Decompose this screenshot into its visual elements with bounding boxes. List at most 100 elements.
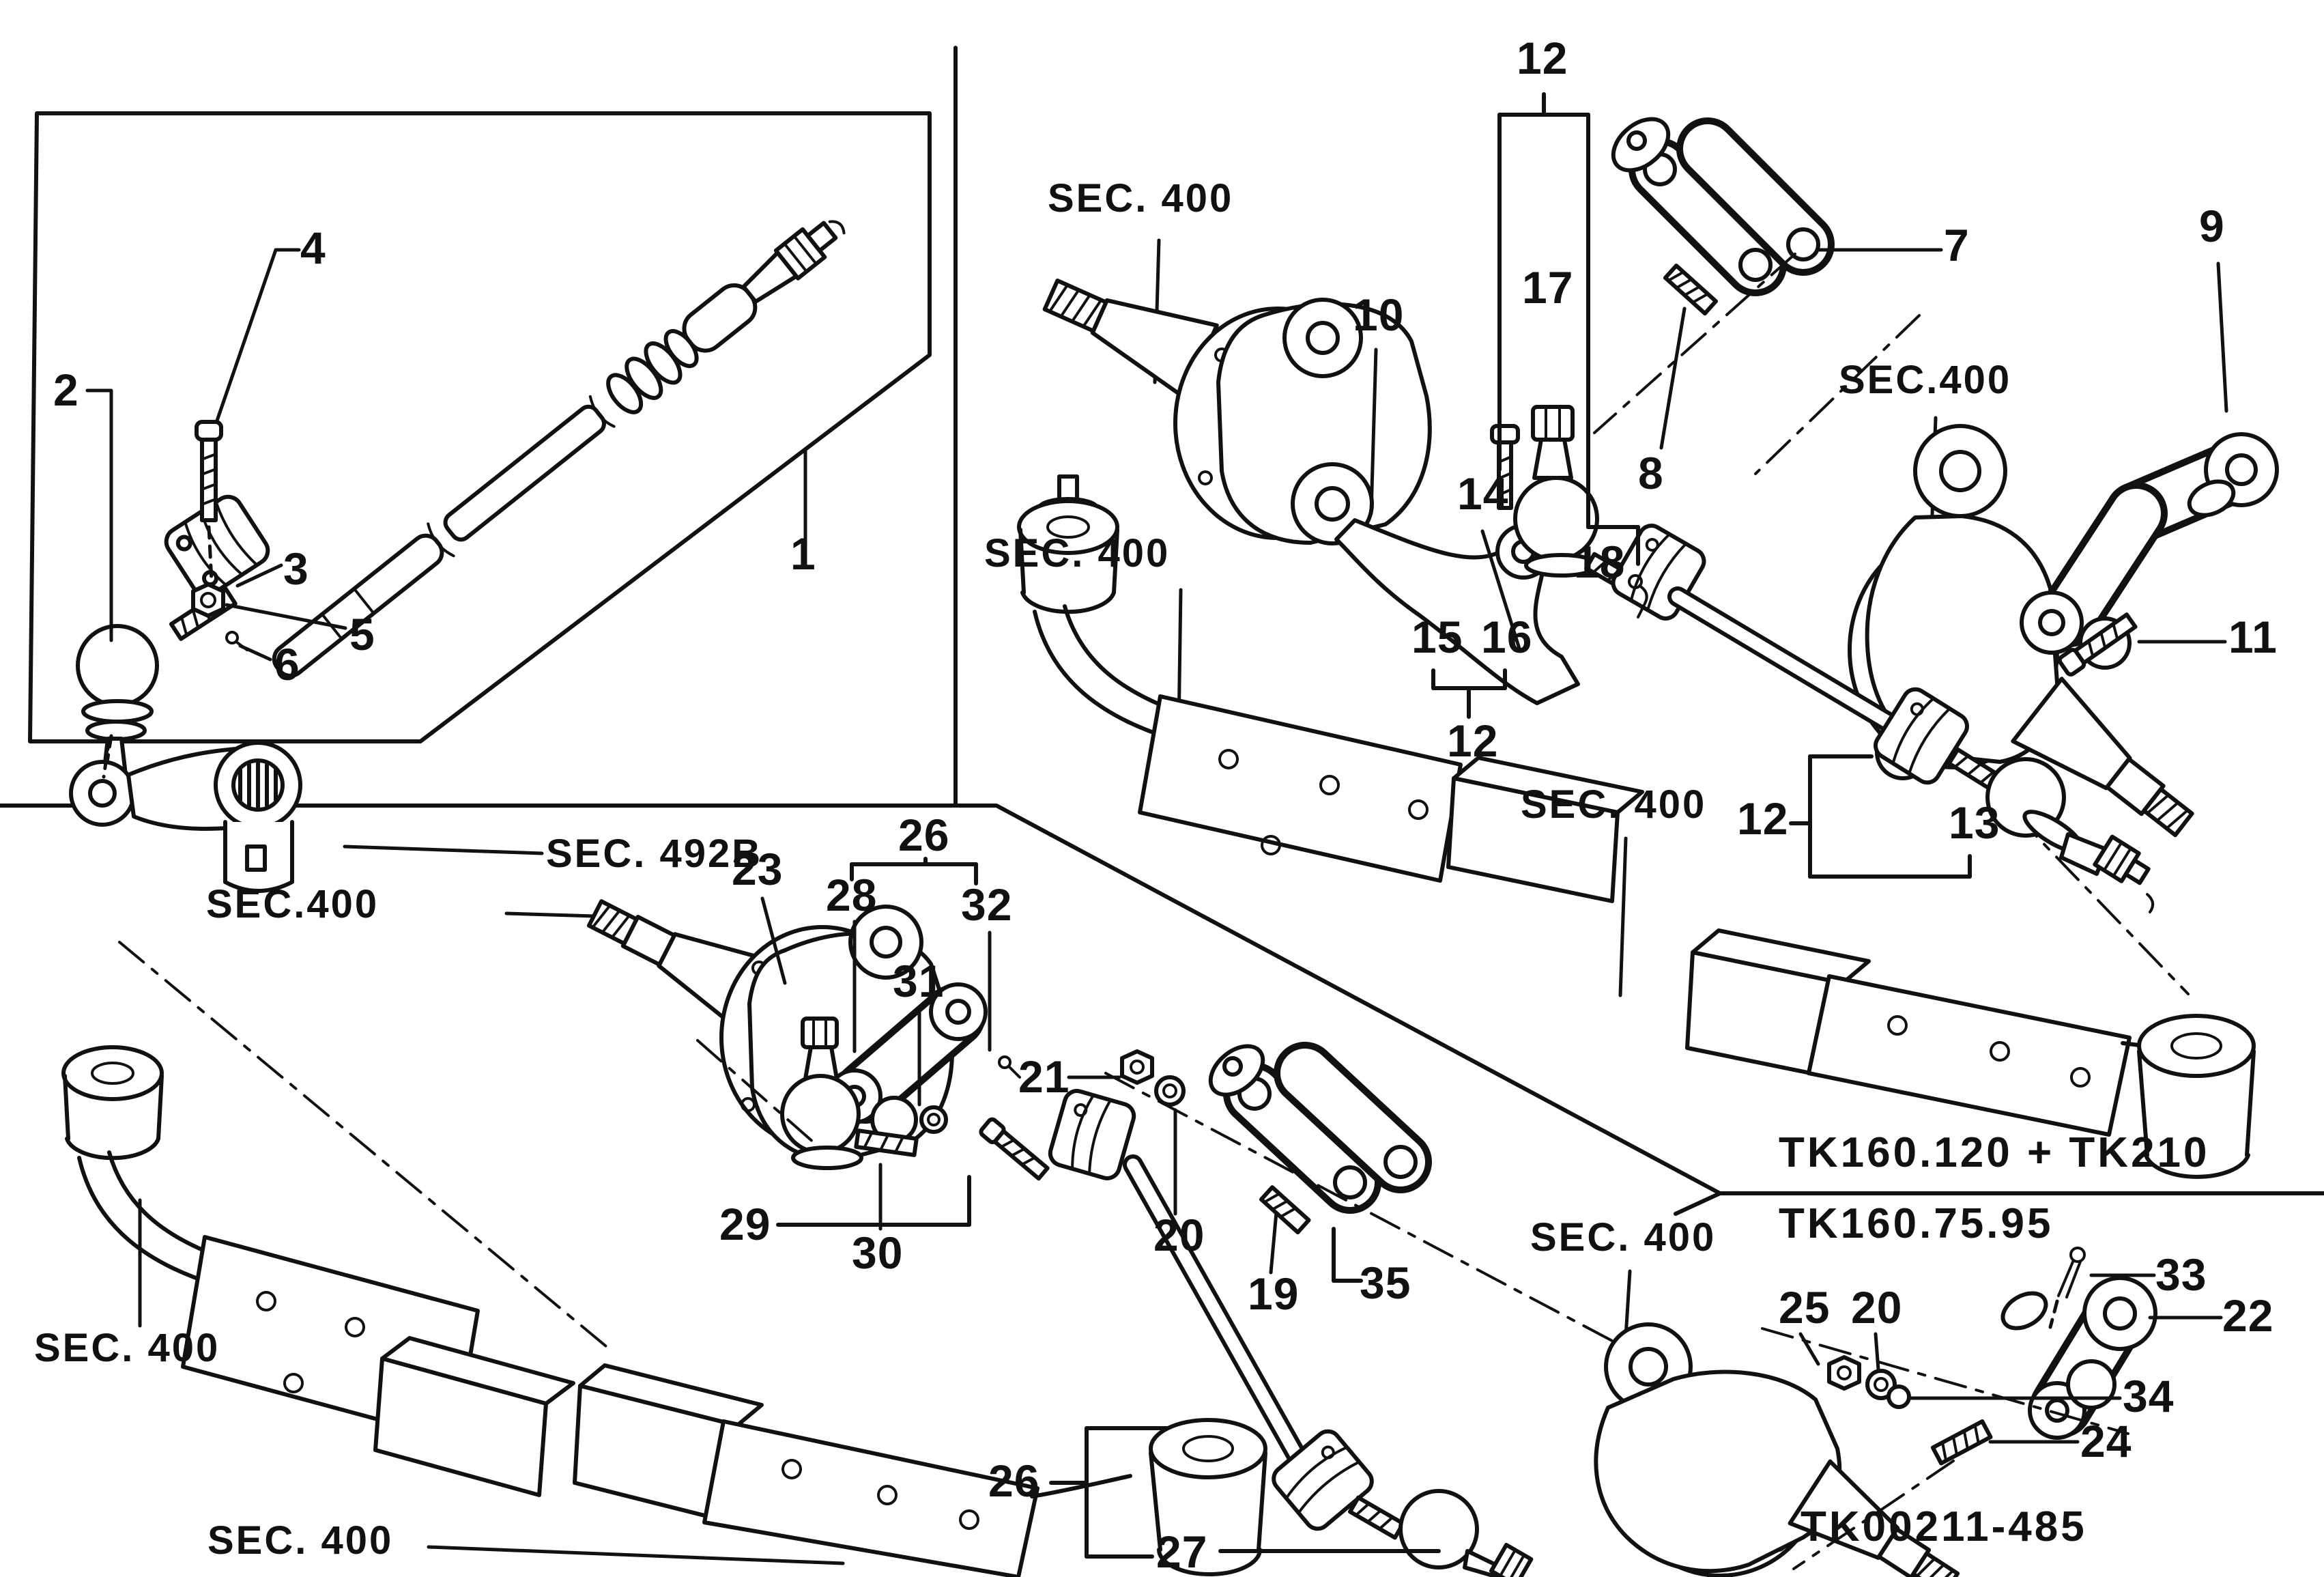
inset-box-border <box>28 111 932 743</box>
left-knuckle-group <box>1042 92 1706 719</box>
leader-3 <box>235 563 283 588</box>
rod-clamp <box>1874 687 1969 785</box>
nut-25 <box>1827 1355 1861 1391</box>
callout-22: 22 <box>2222 1290 2274 1341</box>
spring-pin-8 <box>1663 264 1718 316</box>
tie-rod-end-housing <box>76 624 159 707</box>
callout-32: 32 <box>961 879 1013 930</box>
callout-27: 27 <box>1156 1526 1208 1577</box>
callout-11: 11 <box>2228 612 2278 662</box>
sec-ref-400-mid-left: SEC. 400 <box>984 531 1171 576</box>
callout-21: 21 <box>1018 1051 1070 1102</box>
callout-6: 6 <box>274 639 300 690</box>
lower-right-axle-beam <box>1618 836 2256 1179</box>
cotter-pin-33 <box>2048 1247 2086 1329</box>
bracket-29 <box>776 1175 971 1227</box>
callout-17: 17 <box>1522 262 1574 313</box>
callout-12-mid: 12 <box>1447 715 1499 766</box>
nut-5 <box>191 582 225 618</box>
callout-4: 4 <box>300 223 326 273</box>
tube-clamp <box>164 494 270 598</box>
drag-link-assembly <box>76 220 846 788</box>
callout-20-right: 20 <box>1851 1282 1903 1333</box>
model-code-middle: TK160.75.95 <box>1779 1200 2054 1247</box>
callout-12-right: 12 <box>1737 793 1789 844</box>
leader-sec400-5 <box>504 911 597 918</box>
shackle-7-8 <box>1593 117 1943 475</box>
drawing-number: TK00211-485 <box>1801 1503 2087 1550</box>
nut-21 <box>1120 1049 1154 1085</box>
clamp-bolt-4 <box>195 420 223 584</box>
callout-20-left: 20 <box>1153 1210 1205 1260</box>
cotter-pin-32 <box>998 1055 1021 1079</box>
callout-2: 2 <box>53 365 79 415</box>
knuckle-arm-23 <box>827 982 988 1143</box>
rod-clamp-27 <box>1272 1429 1374 1531</box>
callout-31: 31 <box>893 956 945 1006</box>
leader-2 <box>85 388 113 642</box>
bottom-right-knuckle-group <box>1594 1247 2223 1577</box>
callout-29: 29 <box>719 1199 771 1249</box>
callout-35: 35 <box>1360 1258 1411 1308</box>
callout-18: 18 <box>1574 537 1626 587</box>
leader-19 <box>1269 1210 1278 1275</box>
spring-pin-35 <box>1259 1185 1311 1235</box>
leader-6 <box>238 644 272 662</box>
sec-ref-400-center: SEC. 400 <box>1521 782 1707 827</box>
shackle-19-35 <box>1067 1042 1432 1283</box>
leader-9 <box>2216 261 2228 413</box>
callout-7: 7 <box>1944 220 1970 270</box>
diagonal-divider <box>0 804 2324 1195</box>
bracket-15-16 <box>1431 668 1507 719</box>
callout-28: 28 <box>826 870 878 920</box>
cotter-pin-18 <box>1628 574 1648 619</box>
spindle-br <box>1788 1459 1960 1577</box>
upper-axle-beam <box>1017 474 1644 903</box>
callout-9: 9 <box>2199 201 2225 251</box>
bolt-11 <box>2057 612 2138 677</box>
callout-30: 30 <box>852 1227 904 1278</box>
callout-33: 33 <box>2155 1249 2207 1300</box>
sec-ref-400-far-left: SEC. 400 <box>34 1326 220 1370</box>
rivet-34 <box>1887 1384 1911 1409</box>
tie-rod-ball-joint-upper <box>1490 405 1706 621</box>
leader-4 <box>215 248 301 423</box>
spindle-right <box>2011 677 2194 838</box>
callout-5: 5 <box>349 609 375 659</box>
sec-ref-400-top: SEC. 400 <box>1048 176 1234 221</box>
leader-10 <box>1369 347 1378 515</box>
bracket-12-13 <box>1789 754 1972 879</box>
bracket-12-top <box>1497 92 1640 566</box>
callout-3: 3 <box>283 543 309 594</box>
rod-clamp-26 <box>1048 1089 1136 1180</box>
leader-sec492b <box>343 844 544 855</box>
sec-ref-492b: SEC. 492B <box>546 832 763 876</box>
callout-14: 14 <box>1457 468 1509 519</box>
callout-19: 19 <box>1248 1268 1300 1319</box>
callout-34: 34 <box>2123 1371 2175 1421</box>
bottom-left-beam-a <box>61 1045 575 1497</box>
sec-ref-400-top-right: SEC.400 <box>1839 358 2012 402</box>
callout-26-top: 26 <box>898 810 950 860</box>
leader-23 <box>760 896 787 985</box>
callout-26-bottom: 26 <box>988 1455 1040 1506</box>
sec-ref-400-bottom-right: SEC. 400 <box>1530 1215 1717 1260</box>
callout-23: 23 <box>732 844 784 894</box>
section-dividers <box>0 46 2324 1216</box>
leader-14 <box>1480 529 1521 651</box>
tie-rod-12-13 <box>1667 586 2155 913</box>
leader-20b <box>1874 1332 1880 1372</box>
callout-13: 13 <box>1949 797 2000 848</box>
callout-10: 10 <box>1353 289 1405 340</box>
sec-ref-400-bottom-left: SEC.400 <box>206 882 379 926</box>
bottom-left-beam-b <box>427 1363 1267 1577</box>
callout-16: 16 <box>1481 612 1533 662</box>
washer-20 <box>1154 1075 1186 1107</box>
callout-1: 1 <box>790 528 816 579</box>
leader-sec400-4 <box>1618 836 1628 997</box>
callout-8: 8 <box>1638 448 1664 498</box>
callout-15: 15 <box>1411 612 1463 662</box>
divider-kink <box>1674 1191 1722 1216</box>
